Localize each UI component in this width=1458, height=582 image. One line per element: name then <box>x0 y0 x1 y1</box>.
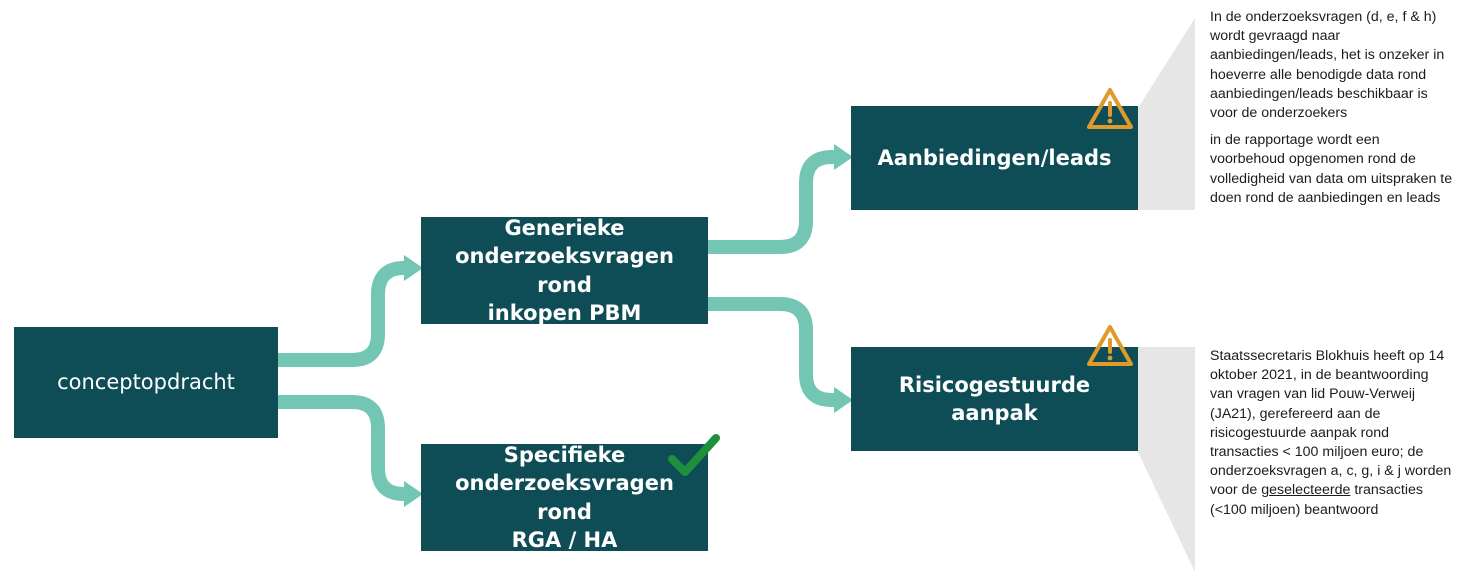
callout-shape-risk <box>1138 347 1195 572</box>
note-offers-leads: In de onderzoeksvragen (d, e, f & h) wor… <box>1210 8 1454 208</box>
connector-concept-generic <box>278 261 411 367</box>
note-text-underlined: geselecteerde <box>1261 482 1351 499</box>
note-paragraph: in de rapportage wordt een voorbehoud op… <box>1210 132 1453 206</box>
node-label-line: Generieke <box>504 215 625 240</box>
node-label-line: conceptopdracht <box>57 370 235 395</box>
arrowhead-generic <box>404 255 423 281</box>
note-text: transacties (<100 miljoen) beantwoord <box>1210 482 1423 518</box>
node-generic-questions: Generieke onderzoeksvragen rond inkopen … <box>421 215 708 325</box>
warning-icon <box>1087 325 1133 366</box>
node-label-line: Aanbiedingen/leads <box>877 145 1112 170</box>
warning-icon <box>1087 88 1133 129</box>
node-label-line: onderzoeksvragen rond <box>455 471 674 524</box>
note-text: Staatssecretaris Blokhuis heeft op 14 ok… <box>1210 348 1452 499</box>
note-risk-approach: Staatssecretaris Blokhuis heeft op 14 ok… <box>1210 347 1454 520</box>
connector-generic-offers <box>708 150 839 254</box>
node-label-line: Specifieke <box>503 442 626 467</box>
node-label-line: Risicogestuurde aanpak <box>898 372 1091 425</box>
note-paragraph: In de onderzoeksvragen (d, e, f & h) wor… <box>1210 9 1445 122</box>
connector-concept-specific <box>278 395 411 501</box>
note-paragraph: Staatssecretaris Blokhuis heeft op 14 ok… <box>1210 347 1454 520</box>
node-label-line: RGA / HA <box>511 527 618 552</box>
node-conceptopdracht: conceptopdracht <box>14 327 278 438</box>
arrowhead-offers <box>834 144 853 170</box>
node-label-line: inkopen PBM <box>487 300 642 325</box>
arrowhead-risk <box>834 387 853 413</box>
arrowhead-specific <box>404 481 423 507</box>
checkmark-icon <box>668 434 720 476</box>
connector-generic-risk <box>708 297 839 407</box>
node-label-line: onderzoeksvragen rond <box>455 244 674 297</box>
node-specific-questions: Specifieke onderzoeksvragen rond RGA / H… <box>421 442 708 552</box>
callout-shape-offers <box>1138 18 1195 210</box>
